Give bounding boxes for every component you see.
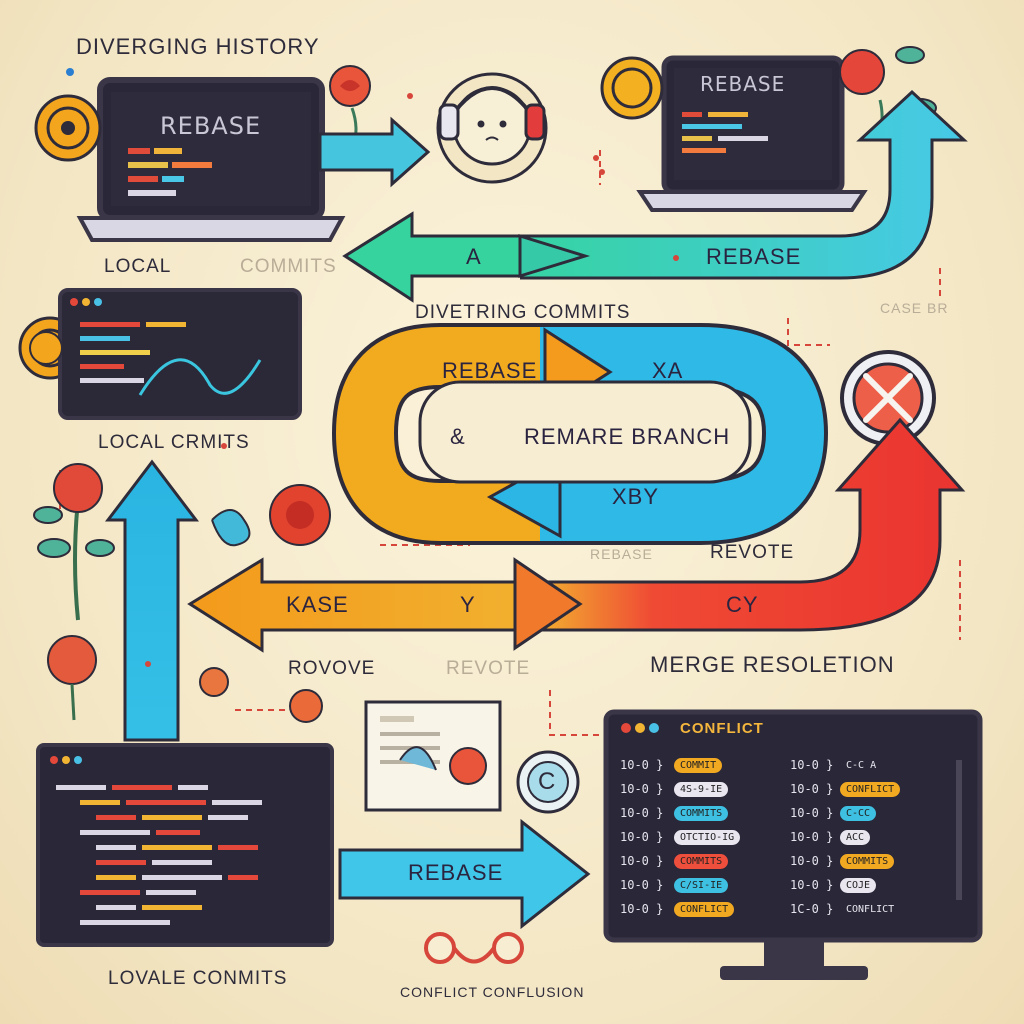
laptop-left-screen-text: REBASE [160,112,262,140]
rose-icon [33,463,115,621]
terminal-pill: COMMITS [674,806,729,821]
label-rovove: ROVOVE [288,658,376,679]
terminal-pill: COMMITS [840,854,895,869]
top-arrow [342,89,968,303]
terminal-row-left: 10-0 } [620,830,664,844]
headphones-face-icon [436,72,548,184]
terminal-row-right: 10-0 } [790,758,834,772]
bottom-arrow-label: REBASE [408,860,504,885]
label-revote-low: REVOTE [446,658,531,679]
label-conflict-confusion: CONFLICT CONFLUSION [400,984,585,1000]
long-arrow [187,417,966,653]
terminal-pill: CONFLICT [840,782,901,797]
loop-label-xby: XBY [612,484,660,509]
terminal-row-right: 10-0 } [790,878,834,892]
small-arrow [318,116,431,188]
loop-label-remare-branch: REMARE BRANCH [524,424,731,449]
bottom-arrow [338,818,591,930]
rose-icon [47,635,97,721]
label-local-faint: COMMITS [240,256,337,277]
terminal-pill: COJE [840,878,877,893]
terminal-pill: 4S-9-IE [674,782,729,797]
terminal-title: CONFLICT [680,720,764,737]
loop-label-amp: & [450,424,466,449]
long-arrow-label-kase: KASE [286,592,349,617]
decor-dots [145,93,679,667]
terminal-pill: CONFLICT [846,904,895,915]
terminal-row-right: 1C-0 } [790,902,834,916]
long-arrow-label-y: Y [460,592,476,617]
coin-icon [600,56,664,120]
puzzle-icon [211,509,251,547]
loop-arrow [331,323,829,545]
terminal-row-left: 10-0 } [620,758,664,772]
page-title: DIVERGING HISTORY [76,34,320,59]
terminal-row-left: 10-0 } [620,854,664,868]
terminal-pill: C/SI-IE [674,878,729,893]
chart-window [29,288,302,420]
terminal-row-right: 10-0 } [790,782,834,796]
up-arrow [104,459,200,742]
laptop-right-screen-text: REBASE [700,72,786,96]
terminal-row-left: 10-0 } [620,782,664,796]
label-faint-rebase: REBASE [590,546,653,562]
terminal-pill: ACC [840,830,871,845]
top-arrow-label-right: REBASE [706,244,802,269]
laptop-icon [76,77,346,242]
decor-dot [66,68,74,76]
label-local: LOCAL [104,256,172,277]
label-local-crmits: LOCAL CRMITS [98,432,250,453]
loop-label-rebase: REBASE [442,358,538,383]
loop-label-xa: XA [652,358,684,383]
document-icon [364,700,502,812]
laptop-icon [636,55,868,212]
rose-icon [269,484,331,546]
label-diverging-commits: DIVETRING COMMITS [415,302,631,323]
rose-icon [199,667,323,723]
terminal-pill: COMMITS [674,854,729,869]
terminal-pill: CONFLICT [674,902,735,917]
terminal-pill: OTCTIO-IG [674,830,741,845]
terminal-pill: C-CC [840,806,877,821]
terminal-row-right: 10-0 } [790,854,834,868]
label-lovale-commits: LOVALE CONMITS [108,968,288,989]
terminal-row-left: 10-0 } [620,806,664,820]
terminal-pill: C-C A [846,760,877,771]
long-arrow-label-cy: CY [726,592,759,617]
terminal-row-right: 10-0 } [790,830,834,844]
terminal-row-left: 10-0 } [620,878,664,892]
monitor-icon [603,709,983,980]
label-faint-case: CASE BR [880,300,949,316]
top-arrow-label-left: A [466,244,482,269]
terminal-row-left: 10-0 } [620,902,664,916]
terminal-icon [36,743,334,947]
copyright-icon [516,750,580,814]
label-revote-top: REVOTE [710,542,795,563]
terminal-pill: COMMIT [674,758,723,773]
terminal-row-right: 10-0 } [790,806,834,820]
label-merge-resolution: MERGE RESOLETION [650,652,895,677]
close-icon [840,350,936,446]
tube-connector-icon [424,932,524,964]
copyright-badge-letter: C [538,768,557,795]
coin-icon [34,94,102,162]
